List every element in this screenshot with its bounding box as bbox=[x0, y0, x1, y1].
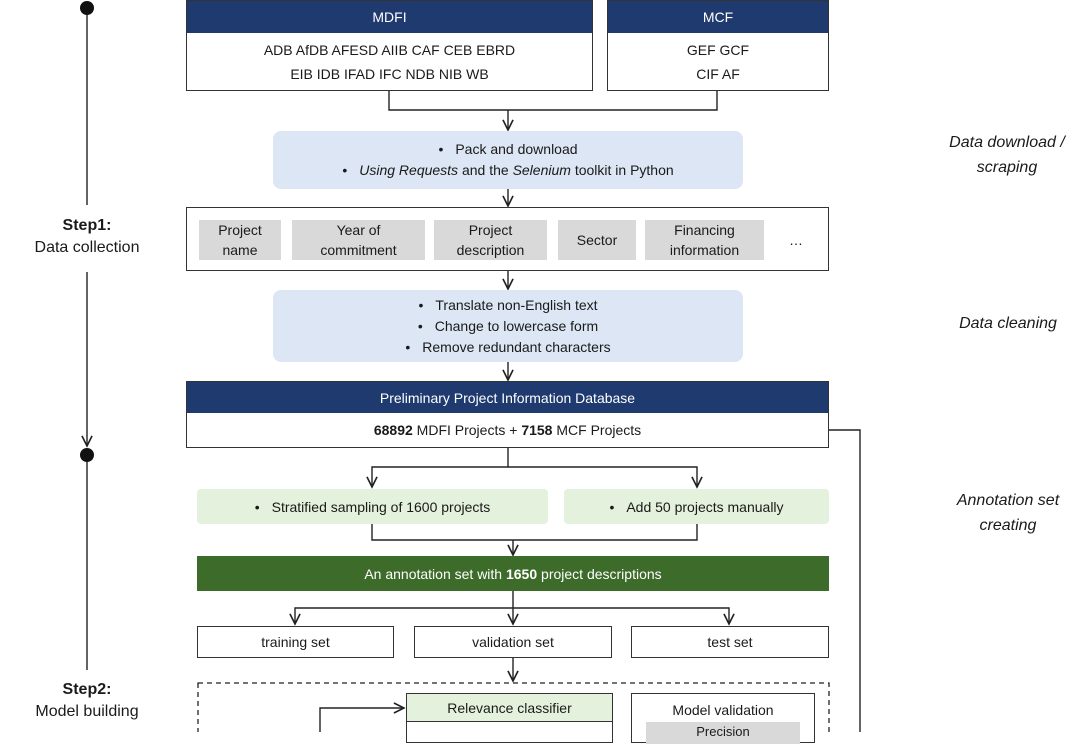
sampling-box-left: Stratified sampling of 1600 projects bbox=[197, 489, 548, 524]
database-text-2: MCF Projects bbox=[552, 421, 642, 438]
timeline-node bbox=[80, 448, 94, 462]
annotation-pre: An annotation set with bbox=[364, 565, 506, 582]
step2-subtitle: Model building bbox=[35, 703, 139, 720]
annotation-post: project descriptions bbox=[537, 565, 662, 582]
side-label-annotation-1: Annotation set bbox=[956, 492, 1060, 509]
field-chip: Project description bbox=[434, 220, 547, 260]
mdfi-project-count: 68892 bbox=[373, 421, 413, 438]
fields-box bbox=[186, 207, 829, 271]
mcf-box: MCF GEF GCF CIF AF bbox=[607, 0, 829, 91]
side-label-download-1: Data download / bbox=[949, 134, 1065, 151]
merge-line bbox=[388, 90, 718, 111]
cleaning-box: Translate non-English text Change to low… bbox=[273, 290, 743, 362]
model-validation-label: Model validation bbox=[672, 702, 774, 718]
step1-title: Step1: bbox=[62, 217, 112, 234]
annotation-set-bar: An annotation set with 1650 project desc… bbox=[197, 556, 829, 591]
side-label-cleaning: Data cleaning bbox=[959, 315, 1057, 332]
cleaning-step: Change to lowercase form bbox=[434, 317, 599, 334]
sampling-box-right: Add 50 projects manually bbox=[564, 489, 829, 524]
annotation-count: 1650 bbox=[505, 565, 538, 582]
field-chip: Sector bbox=[558, 220, 636, 260]
merge-line bbox=[371, 524, 698, 541]
feedback-arrow bbox=[319, 708, 404, 732]
field-chip: Year of commitment bbox=[292, 220, 425, 260]
sampling-right-text: Add 50 projects manually bbox=[626, 498, 784, 515]
field-chip: Financing information bbox=[645, 220, 764, 260]
model-validation-box: Model validation Precision bbox=[631, 693, 815, 744]
side-label-annotation-2: creating bbox=[979, 517, 1037, 534]
mdfi-header: MDFI bbox=[187, 1, 592, 33]
side-label-download: Data download / scraping bbox=[934, 130, 1080, 180]
field-chip: Project name bbox=[199, 220, 281, 260]
download-step-2-c: Selenium bbox=[512, 162, 571, 178]
split-line bbox=[372, 466, 697, 487]
mcf-project-count: 7158 bbox=[521, 421, 553, 438]
step1-subtitle: Data collection bbox=[34, 239, 140, 256]
cleaning-step: Remove redundant characters bbox=[422, 338, 611, 355]
download-step-2-a: Using Requests bbox=[359, 162, 459, 178]
cleaning-step: Translate non-English text bbox=[435, 296, 598, 313]
field-ellipsis: … bbox=[789, 232, 803, 248]
relevance-classifier-box: Relevance classifier bbox=[406, 693, 613, 743]
database-header: Preliminary Project Information Database bbox=[187, 382, 828, 413]
relevance-classifier-label: Relevance classifier bbox=[407, 694, 612, 722]
step2-label: Step2: Model building bbox=[14, 679, 160, 723]
mcf-funds-line1: GEF GCF bbox=[686, 42, 750, 58]
mcf-header: MCF bbox=[608, 1, 828, 33]
mdfi-institutions-line2: EIB IDB IFAD IFC NDB NIB WB bbox=[290, 66, 489, 82]
test-set-box: test set bbox=[631, 626, 829, 658]
sampling-left-text: Stratified sampling of 1600 projects bbox=[271, 498, 491, 515]
download-step-1: Pack and download bbox=[455, 141, 578, 157]
side-connector bbox=[829, 429, 861, 732]
validation-set-box: validation set bbox=[414, 626, 612, 658]
timeline-node bbox=[80, 1, 94, 15]
step2-title: Step2: bbox=[62, 681, 112, 698]
precision-chip: Precision bbox=[646, 722, 800, 744]
database-box: Preliminary Project Information Database… bbox=[186, 381, 829, 448]
download-step-2-b: and the bbox=[458, 162, 513, 178]
side-label-annotation: Annotation set creating bbox=[936, 488, 1080, 538]
mdfi-institutions-line1: ADB AfDB AFESD AIIB CAF CEB EBRD bbox=[263, 42, 516, 58]
mdfi-box: MDFI ADB AfDB AFESD AIIB CAF CEB EBRD EI… bbox=[186, 0, 593, 91]
model-region bbox=[197, 682, 830, 732]
mcf-funds-line2: CIF AF bbox=[696, 66, 740, 82]
download-step-2-d: toolkit in Python bbox=[570, 162, 674, 178]
database-text-1: MDFI Projects + bbox=[412, 421, 522, 438]
side-label-download-2: scraping bbox=[976, 159, 1038, 176]
training-set-box: training set bbox=[197, 626, 394, 658]
split-line bbox=[295, 607, 729, 624]
download-box: Pack and download Using Requests and the… bbox=[273, 131, 743, 189]
step1-label: Step1: Data collection bbox=[14, 215, 160, 259]
